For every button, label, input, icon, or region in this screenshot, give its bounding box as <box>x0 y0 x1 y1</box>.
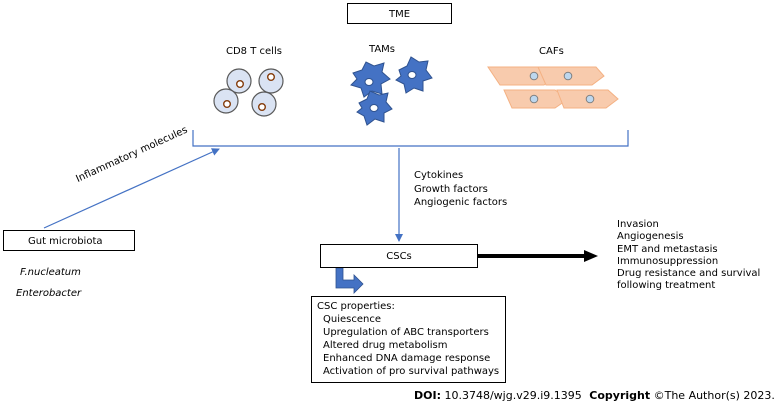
doi-value: 10.3748/wjg.v29.i9.1395 <box>444 389 582 402</box>
cafs-label: CAFs <box>539 46 564 57</box>
cscs-box: CSCs <box>320 244 478 268</box>
outcome-item: Drug resistance and survival <box>617 268 761 280</box>
species-2: Enterobacter <box>16 288 82 299</box>
bent-arrow-icon <box>335 267 364 294</box>
tme-label: TME <box>388 9 411 20</box>
property-item: Activation of pro survival pathways <box>323 366 500 377</box>
factors-list: Cytokines Growth factors Angiogenic fact… <box>414 169 507 210</box>
cafs-icon <box>487 66 619 109</box>
tams-label: TAMs <box>369 44 396 55</box>
outcome-item: following treatment <box>617 280 716 292</box>
inflammatory-arrow <box>43 148 220 229</box>
cd8-t-cells-label: CD8 T cells <box>226 46 282 57</box>
doi-footer: DOI: 10.3748/wjg.v29.i9.1395 Copyright ©… <box>414 389 775 402</box>
outcome-item: Immunosuppression <box>617 255 719 267</box>
properties-title: CSC properties: <box>317 301 395 312</box>
factor-item: Growth factors <box>414 183 488 195</box>
copyright-value: ©The Author(s) 2023. <box>653 389 775 402</box>
property-item: Enhanced DNA damage response <box>323 353 491 364</box>
cd8-t-cells-icon <box>213 68 284 117</box>
factor-item: Angiogenic factors <box>414 197 508 208</box>
property-item: Upregulation of ABC transporters <box>323 327 489 338</box>
outcome-item: Invasion <box>617 219 659 230</box>
property-item: Quiescence <box>323 314 381 325</box>
copyright-label: Copyright <box>589 389 651 402</box>
doi-label: DOI: <box>414 389 441 402</box>
tams-icon <box>350 56 433 126</box>
gut-microbiota-box: Gut microbiota <box>3 230 135 251</box>
property-item: Altered drug metabolism <box>323 340 448 351</box>
species-1: F.nucleatum <box>20 267 81 278</box>
outcomes-list: Invasion Angiogenesis EMT and metastasis… <box>617 219 760 293</box>
diagram-graphics <box>43 56 629 294</box>
outcome-item: Angiogenesis <box>617 231 684 243</box>
tme-bracket <box>192 130 629 147</box>
gut-microbiota-label: Gut microbiota <box>28 236 103 247</box>
factor-item: Cytokines <box>414 170 464 181</box>
outcomes-arrowhead <box>584 250 598 262</box>
outcome-item: EMT and metastasis <box>617 243 718 255</box>
cscs-label: CSCs <box>386 251 412 262</box>
csc-properties-box: CSC properties: Quiescence Upregulation … <box>311 296 506 383</box>
tme-box: TME <box>347 3 452 24</box>
